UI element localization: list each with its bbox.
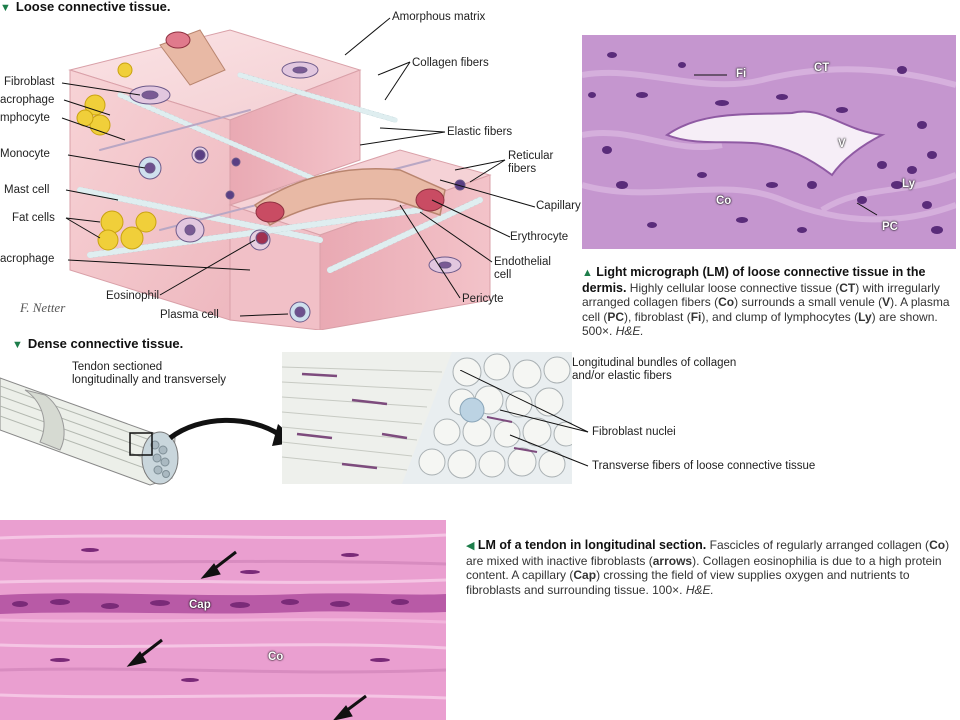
label-fat-cells: Fat cells — [12, 212, 55, 224]
micrograph2-label-co: Co — [268, 651, 284, 663]
loose-tissue-title: ▼Loose connective tissue. — [0, 0, 171, 14]
dense-tissue-title: ▼Dense connective tissue. — [12, 336, 184, 351]
triangle-left-icon: ◀ — [466, 540, 475, 552]
label-mast-cell: Mast cell — [4, 184, 50, 196]
micrograph-tendon — [0, 520, 446, 720]
label-collagen-fibers: Collagen fibers — [412, 57, 489, 69]
tendon-magnified — [282, 352, 572, 484]
label-plasma-cell: Plasma cell — [160, 309, 219, 321]
micrograph1-caption: ▲ Light micrograph (LM) of loose connect… — [582, 265, 950, 338]
label-elastic-fibers: Elastic fibers — [447, 126, 513, 138]
label-transverse-fibers: Transverse fibers of loose connective ti… — [592, 460, 816, 472]
label-macrophage-top: acrophage — [0, 94, 55, 106]
dense-leader-lines — [460, 370, 589, 467]
micrograph1-label-ct: CT — [814, 62, 830, 74]
tendon-illustration — [0, 377, 298, 486]
micrograph2-caption: ◀ LM of a tendon in longitudinal section… — [466, 538, 950, 597]
zoom-box — [129, 432, 153, 456]
label-endothelial-cell: Endothelial cell — [494, 256, 551, 281]
label-reticular-fibers: Reticular fibers — [508, 150, 554, 175]
netter-signature: F. Netter — [19, 300, 66, 315]
micrograph1-label-v: V — [838, 138, 846, 150]
block-side-face — [229, 69, 361, 206]
label-eosinophil: Eosinophil — [106, 290, 160, 302]
triangle-down-icon: ▼ — [12, 339, 23, 351]
triangle-up-icon: ▲ — [582, 267, 593, 279]
label-lymphocyte: mphocyte — [0, 112, 50, 124]
arrow-icons — [126, 550, 367, 720]
loose-tissue-illustration: F. Netter — [19, 17, 536, 330]
micrograph1-label-co: Co — [716, 195, 732, 207]
micrograph1-label-fi: Fi — [736, 68, 747, 80]
label-pericyte: Pericyte — [462, 293, 504, 305]
triangle-down-icon: ▼ — [0, 2, 11, 14]
micrograph1-label-ly: Ly — [902, 178, 915, 190]
label-monocyte: Monocyte — [0, 148, 50, 160]
label-amorphous-matrix: Amorphous matrix — [392, 11, 486, 23]
label-tendon-sectioned: Tendon sectioned longitudinally and tran… — [72, 361, 227, 386]
venule-lumen — [664, 110, 886, 177]
label-fibroblast-nuclei: Fibroblast nuclei — [592, 426, 676, 438]
label-macrophage-bottom: acrophage — [0, 253, 55, 265]
micrograph-dermis — [582, 35, 956, 249]
zoom-arrow — [168, 417, 282, 441]
micrograph2-label-cap: Cap — [189, 599, 211, 611]
label-erythrocyte: Erythrocyte — [510, 231, 569, 243]
label-longitudinal-bundles: Longitudinal bundles of collagen and/or … — [572, 357, 737, 382]
micrograph1-label-pc: PC — [882, 221, 898, 233]
label-fibroblast: Fibroblast — [4, 76, 55, 88]
label-capillary: Capillary — [536, 200, 581, 212]
